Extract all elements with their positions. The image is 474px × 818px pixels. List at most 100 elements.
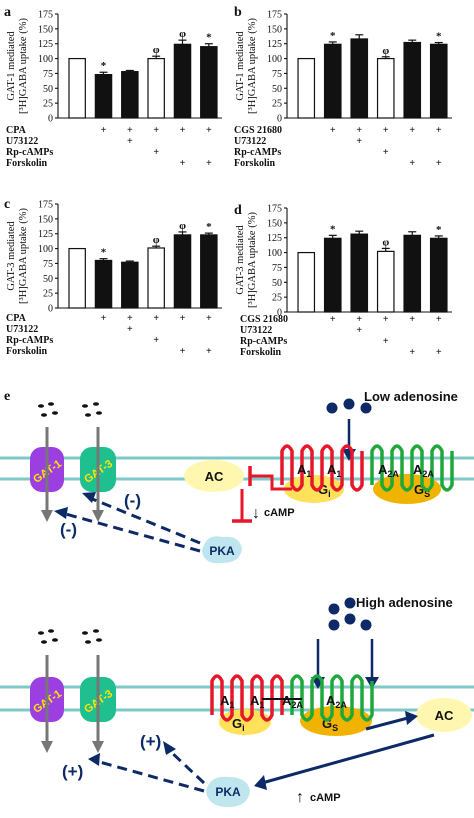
ac-activates-pka [261,733,435,785]
y-axis-label: GAT-3 mediated [235,225,246,295]
y-tick-label: 50 [272,278,282,289]
bar [350,38,369,119]
y-tick-label: 25 [43,289,53,300]
a1-label-1: A1 [220,693,234,710]
a1-receptor-helix [280,444,364,492]
treatment-plus: + [153,147,159,158]
y-tick-label: 125 [38,39,53,50]
arrowhead [88,753,100,766]
treatment-plus: + [436,125,442,136]
significance-star: * [206,32,212,44]
camp-down-arrow: ↓ [252,505,260,522]
y-tick-label: 0 [48,114,53,125]
sign-label-2: (+) [62,762,83,781]
a1-label-1: A1 [297,462,311,479]
treatment-label: Rp-cAMPs [240,336,287,347]
treatment-label: U73122 [240,325,272,336]
treatment-plus: + [180,313,186,324]
significance-star: * [436,224,442,236]
gs-activates-ac [365,716,409,731]
treatment-plus: + [101,125,107,136]
bar [121,71,139,119]
camp-label: cAMP [310,792,341,804]
y-tick-label: 100 [38,54,53,65]
y-tick-label: 100 [267,248,282,259]
bar [350,233,369,313]
arrowhead [54,507,68,519]
y-tick-label: 75 [272,263,282,274]
a2a-receptor-helix [290,674,374,722]
bar [403,41,422,119]
panel-label-e: e [4,389,10,404]
bar [376,57,395,119]
treatment-plus: + [330,125,336,136]
treatment-plus: + [101,313,107,324]
significance-star: * [101,60,107,72]
adenylyl-cyclase [416,698,472,732]
pka-shape [206,776,250,807]
treatment-plus: + [409,125,415,136]
treatment-plus: + [409,347,415,358]
significance-phi: φ [179,220,186,232]
y-tick-label: 25 [43,99,53,110]
pka-shape [202,536,242,564]
significance-phi: φ [153,44,160,56]
bar [323,43,342,119]
a2a-label-1: A2A [378,462,399,479]
a2a-receptor-helix [370,444,454,492]
treatment-plus: + [356,314,362,325]
treatment-label: Rp-cAMPs [234,147,281,158]
gs-protein [300,706,372,736]
bar [94,74,113,119]
y-tick-label: 175 [267,204,282,215]
bar [323,237,342,313]
panel-label-d: d [234,203,242,218]
gi-label: Gi [318,482,331,499]
y-tick-label: 125 [267,39,282,50]
bar [147,247,165,309]
gaba-dots [38,402,102,417]
treatment-plus: + [356,125,362,136]
treatment-plus: + [180,158,186,169]
y-tick-label: 175 [267,10,282,21]
y-tick-label: 100 [267,54,282,65]
treatment-label: U73122 [6,136,38,147]
significance-phi: φ [382,45,389,57]
pka-to-gat-arrows [61,496,201,553]
bar [200,46,218,119]
significance-star: * [206,221,212,233]
panel-label-b: b [234,5,242,20]
significance-star: * [101,247,107,259]
bar [68,57,86,119]
y-tick-label: 125 [267,233,282,244]
treatment-plus: + [436,347,442,358]
bar [121,261,139,309]
y-tick-label: 125 [38,229,53,240]
a1-receptor-helix [210,674,284,722]
y-tick-label: 100 [38,244,53,255]
ac-label: AC [205,469,224,484]
y-tick-label: 25 [272,99,282,110]
treatment-label: Forskolin [240,347,282,358]
bar [68,247,86,309]
treatment-plus: + [409,314,415,325]
treatment-label: Forskolin [234,158,276,169]
treatment-plus: + [180,346,186,357]
a2a-label-2: A2A [413,462,434,479]
treatment-plus: + [206,125,212,136]
y-axis-label: [³H]GABA uptake (%) [247,18,258,114]
ac-label: AC [435,708,454,723]
sign-label-1: (-) [124,491,141,510]
bar [147,57,165,119]
adenosine-molecules [326,398,372,414]
treatment-plus: + [127,324,133,335]
bar [173,234,192,309]
y-tick-label: 150 [267,218,282,229]
arrowhead [405,711,418,725]
treatment-label: Rp-cAMPs [6,147,53,158]
treatment-label: Forskolin [6,346,48,357]
bar [297,251,316,313]
low-adenosine-title: Low adenosine [364,389,458,404]
treatment-plus: + [153,313,159,324]
